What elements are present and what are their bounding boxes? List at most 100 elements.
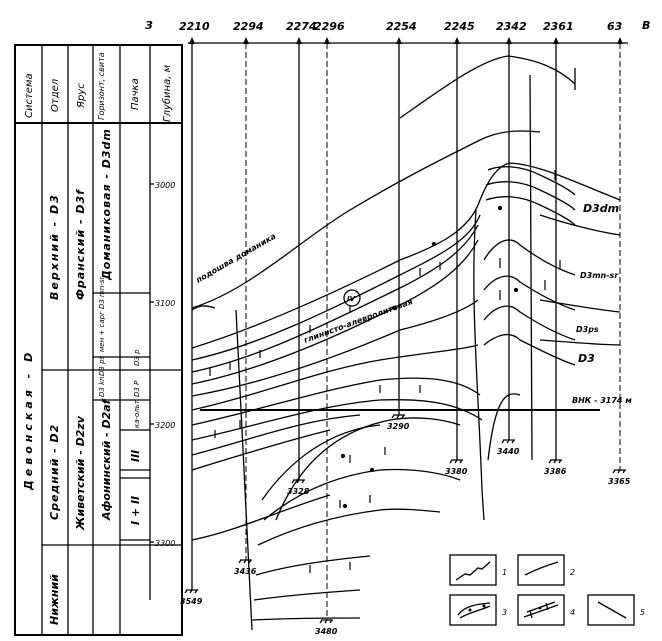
stratum — [483, 333, 576, 366]
stratigraphic-column: Система Отдел Ярус Горизонт, свита Пачка… — [14, 44, 183, 636]
well-bottom-icon — [548, 459, 562, 464]
header-depth: Глубина, м — [161, 64, 173, 122]
well-bottom-icon — [238, 559, 252, 564]
legend-num: 3 — [502, 608, 507, 617]
well-label: 2274 — [286, 20, 317, 33]
legend-num: 5 — [640, 608, 645, 617]
well-label: 2245 — [444, 20, 475, 33]
fault-line — [235, 309, 253, 631]
profile-end-label: В — [642, 19, 650, 32]
smooth-line-icon — [524, 561, 559, 576]
well-bottom-depth: 3365 — [608, 477, 631, 486]
stratum — [191, 414, 361, 456]
pack-iii: III — [129, 450, 142, 462]
well-bottom-depth: 3380 — [445, 467, 468, 476]
unit-marker-circle — [343, 289, 361, 307]
fault-line-icon — [597, 601, 627, 619]
header-horizon: Горизонт, свита — [97, 52, 106, 120]
stratum — [539, 299, 621, 313]
well-head-icon — [454, 37, 460, 44]
well-bottom-icon — [291, 479, 305, 484]
stratum — [483, 239, 576, 276]
horizon-afonin: Афонинский - D2af — [100, 398, 113, 521]
stratum — [261, 424, 381, 501]
well-bores — [191, 43, 621, 620]
legend-item-2: 2 — [517, 554, 575, 586]
well-label: 63 — [607, 20, 623, 33]
series-middle: Средний - D2 — [48, 424, 61, 520]
profile-start-label: З — [145, 19, 153, 32]
domanik-base-surface — [191, 130, 541, 309]
limestone-icon — [523, 601, 559, 619]
header-system: Система — [24, 73, 35, 118]
stratum — [191, 344, 479, 411]
well-bottom-icon — [184, 589, 198, 594]
well-label: 2342 — [496, 20, 527, 33]
well-head-icon — [189, 37, 195, 44]
stage-frasnian: Франский - D3f — [74, 189, 87, 300]
well-bottom-icon — [612, 469, 626, 474]
top-surface — [399, 55, 576, 119]
well-bottom-depth: 3328 — [287, 487, 310, 496]
well-label: 2254 — [386, 20, 417, 33]
stratum — [485, 196, 576, 226]
well-bottom-icon — [501, 439, 515, 444]
label-domanik-base: подошва доманика — [195, 232, 278, 285]
column-headers: Система Отдел Ярус Горизонт, свита Пачка… — [24, 52, 173, 122]
well-head-icon — [243, 37, 249, 44]
well-bottom-depth: 3436 — [234, 567, 257, 576]
stratum — [191, 214, 481, 361]
wavy-line-icon — [455, 561, 491, 581]
dm-base-surface — [191, 162, 621, 349]
horizon-pashiy: D3 ps — [98, 355, 106, 376]
fault-line — [529, 74, 533, 461]
pack-kynov: D3 P — [133, 380, 141, 397]
well-bottom-depth: 3290 — [387, 422, 410, 431]
stratum — [191, 429, 331, 471]
faults — [235, 74, 533, 631]
legend-item-3: 3 — [449, 594, 507, 626]
header-stage: Ярус — [76, 83, 87, 109]
well-head-icon — [324, 37, 330, 44]
fault-line — [487, 393, 521, 461]
depth-label: 3300 — [155, 539, 175, 548]
label-clay-silt: глинисто-алевролитовая — [303, 297, 414, 345]
well-label: 2361 — [543, 20, 574, 33]
pack-pashiy: D3 p — [133, 349, 141, 366]
well-bottom-icon — [391, 414, 405, 419]
stratum — [251, 617, 361, 621]
well-label: 2294 — [233, 20, 264, 33]
stratum — [539, 339, 621, 346]
label-d3mnsr: D3mn-sr — [580, 271, 619, 280]
well-bottom-icon — [319, 619, 333, 624]
stratum — [191, 399, 483, 441]
stratum — [257, 508, 441, 546]
horizon-domanik: Доманиковая - D3dm — [100, 128, 113, 281]
stratum — [191, 299, 479, 397]
series-lower: Нижний — [48, 574, 61, 625]
stratum — [191, 494, 331, 541]
depth-scale: 3000 3100 3200 3300 — [150, 181, 175, 548]
stage-givetian: Живетский - D2zv — [74, 415, 87, 531]
depth-label: 3200 — [155, 421, 175, 430]
label-d3ps: D3ps — [576, 325, 599, 334]
section-annotations: подошва доманика глинисто-алевролитовая … — [195, 202, 633, 405]
legend-num: 2 — [570, 568, 575, 577]
stratum — [539, 214, 621, 236]
well-bottom-depth: 3549 — [180, 597, 203, 606]
depth-label: 3100 — [155, 299, 175, 308]
stratum — [263, 468, 461, 521]
strata — [191, 55, 621, 621]
header-series: Отдел — [50, 78, 61, 112]
stratum — [255, 555, 371, 576]
well-head-icon — [296, 37, 302, 44]
stratum — [483, 275, 576, 311]
legend-num: 1 — [502, 568, 507, 577]
well-head-icon — [617, 37, 623, 44]
label-owc: ВНК - 3174 м — [572, 396, 632, 405]
header-pack: Пачка — [130, 78, 141, 110]
stratum — [485, 181, 576, 211]
well-bottom-depth: 3440 — [497, 447, 520, 456]
